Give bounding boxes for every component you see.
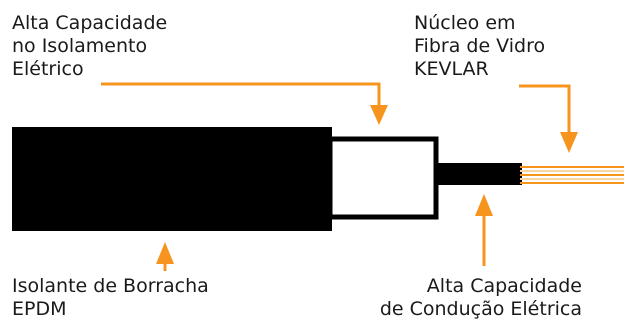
- insulation-leader-arrow: [101, 82, 388, 125]
- fiber-strands: [520, 166, 624, 184]
- label-rubber-insulator: Isolante de Borracha EPDM: [12, 275, 209, 321]
- rubber-leader-arrow: [156, 242, 174, 271]
- rubber-jacket: [12, 127, 332, 231]
- label-line: Alta Capacidade: [426, 275, 582, 297]
- label-line: EPDM: [12, 298, 67, 320]
- label-line: Fibra de Vidro: [414, 35, 546, 57]
- label-fiber-core: Núcleo em Fibra de Vidro KEVLAR: [414, 12, 545, 81]
- label-line: Núcleo em: [414, 12, 516, 34]
- label-line: no Isolamento: [12, 35, 148, 57]
- fiber-leader-arrow: [519, 84, 578, 153]
- label-line: de Condução Elétrica: [379, 298, 582, 320]
- label-line: KEVLAR: [414, 58, 489, 80]
- label-line: Alta Capacidade: [12, 12, 168, 34]
- insulation-layer: [327, 136, 439, 220]
- label-line: Isolante de Borracha: [12, 275, 209, 297]
- label-insulation-capacity: Alta Capacidade no Isolamento Elétrico: [12, 12, 167, 81]
- label-line: Elétrico: [12, 58, 84, 80]
- label-conduction-capacity: Alta Capacidade de Condução Elétrica: [380, 275, 582, 321]
- conduction-leader-arrow: [475, 194, 493, 266]
- conductor-core: [436, 163, 522, 185]
